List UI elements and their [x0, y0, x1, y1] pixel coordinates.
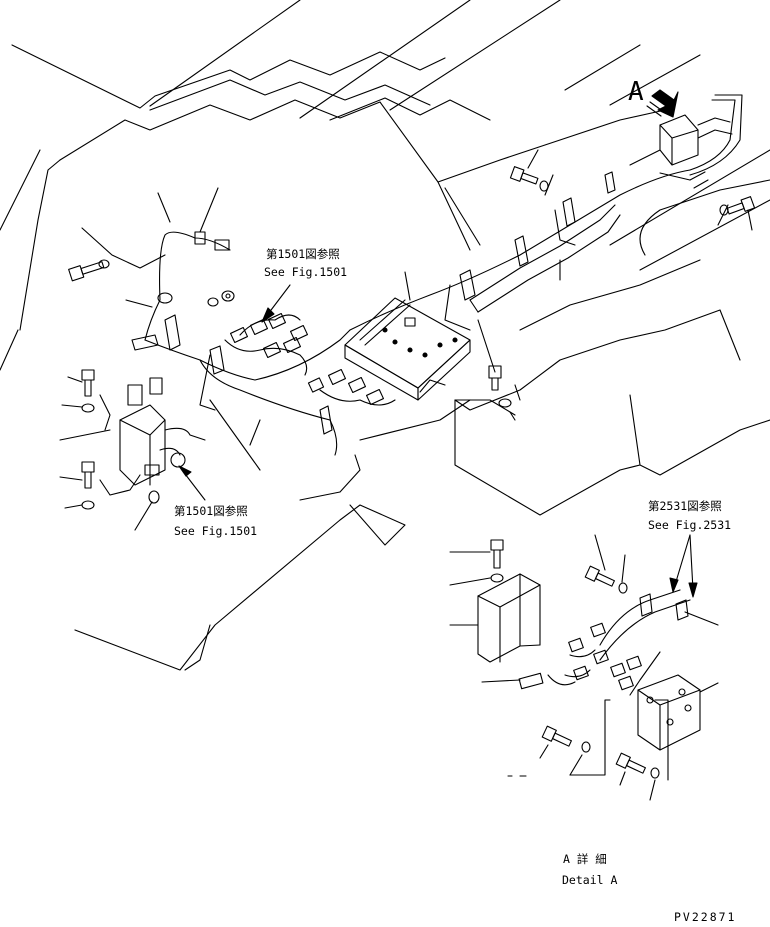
- reference-right-jp: 第2531図参照: [648, 499, 722, 513]
- reference-left-jp: 第1501図参照: [174, 504, 248, 518]
- machine-body-outline: [0, 0, 770, 671]
- detail-label-en: Detail A: [562, 873, 617, 887]
- drawing-number: PV22871: [674, 910, 736, 924]
- wire-harness: [144, 94, 743, 456]
- view-arrow-a: [646, 89, 679, 118]
- reference-top-jp: 第1501図参照: [266, 247, 340, 261]
- reference-arrows: [178, 284, 698, 598]
- detail-label-jp: A 詳 細: [563, 852, 607, 866]
- leader-lines-main: [59, 149, 753, 531]
- bolts-main: [68, 166, 756, 510]
- harness-clips: [164, 171, 621, 435]
- reference-left-en: See Fig.1501: [174, 524, 257, 538]
- connector-group-center: [224, 312, 396, 406]
- reference-top-en: See Fig.1501: [264, 265, 347, 279]
- reference-right-en: See Fig.2531: [648, 518, 731, 532]
- switch-assembly: [629, 114, 733, 189]
- detail-a-view: [477, 539, 701, 779]
- leader-lines-detail: [449, 534, 719, 801]
- view-marker-label: A: [628, 77, 644, 107]
- controller-unit: [344, 297, 471, 401]
- relay-box: [119, 377, 206, 486]
